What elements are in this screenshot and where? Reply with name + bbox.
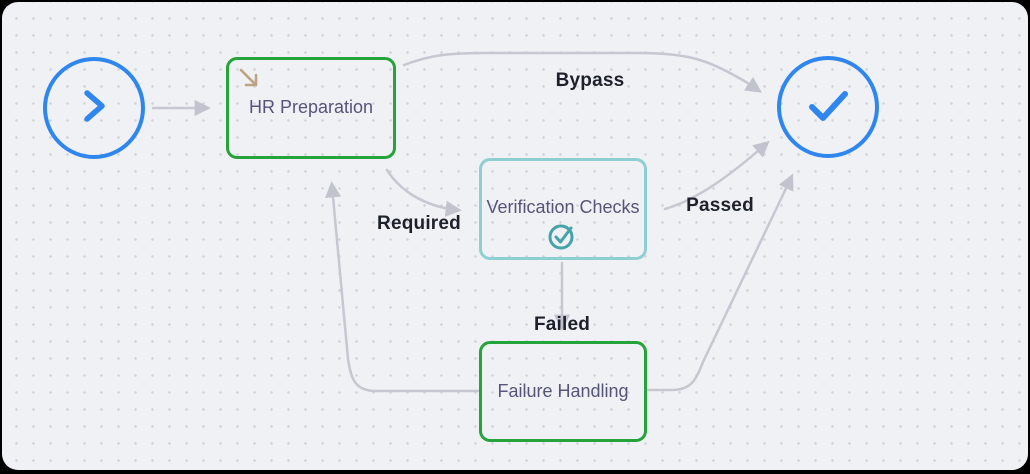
node-hr-preparation[interactable]: HR Preparation [226,57,396,159]
node-failure-handling[interactable]: Failure Handling [479,341,647,442]
check-circle-icon [547,221,579,251]
arrow-down-right-icon [237,67,263,93]
edge-required [385,168,462,217]
node-verification-checks[interactable]: Verification Checks [479,158,647,260]
edge-label-required[interactable]: Required [377,213,461,234]
node-label-verification-checks: Verification Checks [486,197,640,217]
checkmark-icon [802,83,854,132]
node-label-hr-preparation: HR Preparation [248,97,374,118]
edge-label-bypass[interactable]: Bypass [555,70,625,91]
chevron-right-icon [76,84,112,133]
node-end[interactable] [777,56,879,158]
node-label-failure-handling: Failure Handling [497,380,629,401]
edge-label-failed[interactable]: Failed [533,314,591,335]
node-start[interactable] [43,57,145,159]
edge-label-passed[interactable]: Passed [686,195,754,216]
